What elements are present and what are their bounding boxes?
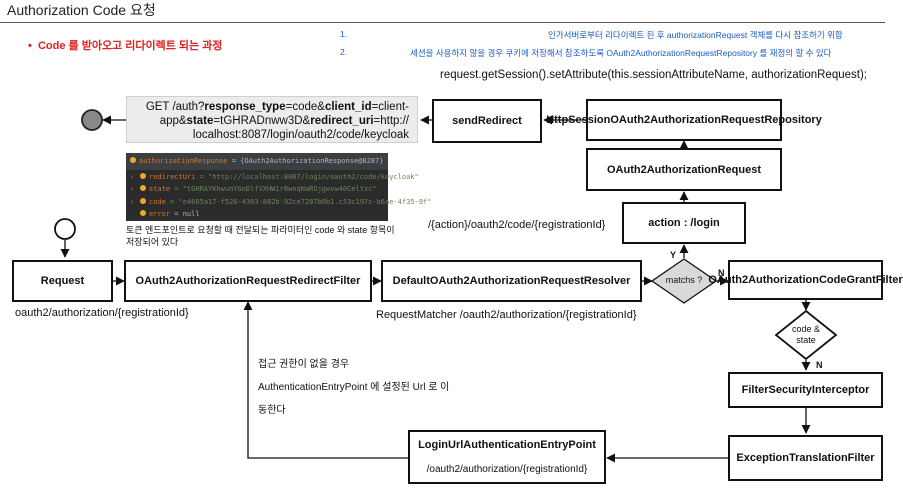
bullet-heading: • Code 를 받아오고 리다이렉트 되는 과정 — [28, 37, 222, 53]
debugger-row: ›code = "e4665a17-f526-4303-882b-92ce728… — [130, 196, 431, 209]
end-node — [81, 109, 103, 131]
matchs-label: matchs ? — [665, 275, 703, 285]
url-line-1: GET /auth?response_type=code&client_id=c… — [145, 101, 409, 113]
redirect-filter-box: OAuth2AuthorizationRequestRedirectFilter — [124, 260, 372, 302]
start-node — [54, 218, 76, 240]
debugger-row: error = null — [130, 208, 384, 221]
session-repository-box: HttpSessionOAuth2AuthorizationRequestRep… — [546, 99, 822, 141]
note-2-text: 세션을 사용하지 않을 경우 쿠키에 저장해서 참조하도록 OAuth2Auth… — [410, 48, 832, 58]
action-path-label: /{action}/oauth2/code/{registrationId} — [428, 219, 606, 231]
note-2-number: 2. — [340, 47, 348, 57]
no-label: N — [718, 268, 725, 278]
debugger-caption: 토큰 엔드포인트로 요청할 때 전달되는 파라미터인 code 와 state … — [126, 225, 395, 247]
note-1-text: 인가서버로부터 리다이렉트 된 후 authorizationRequest 객… — [548, 30, 843, 40]
debugger-panel: authorizationResponse = {OAuth2Authoriza… — [126, 153, 431, 221]
request-matcher-label: RequestMatcher /oauth2/authorization/{re… — [376, 309, 637, 321]
expand-icon: › — [130, 172, 135, 181]
code-grant-filter-box: OAuth2AuthorizationCodeGrantFilter — [708, 260, 903, 300]
code-state-label: code & state — [791, 324, 821, 345]
entry-point-box: LoginUrlAuthenticationEntryPoint /oauth2… — [408, 430, 606, 484]
debugger-row: ›state = "tGHRAYKhwunYGnDlfVXHW1r8wnqNaR… — [130, 183, 384, 196]
expand-icon: › — [130, 197, 135, 206]
yes-label: Y — [670, 250, 677, 260]
request-path-label: oauth2/authorization/{registrationId} — [15, 307, 189, 319]
no-label-2: N — [816, 360, 823, 370]
session-code-line: request.getSession().setAttribute(this.s… — [440, 69, 867, 81]
bullet-dot: • — [28, 40, 38, 52]
page-title: Authorization Code 요청 — [7, 2, 156, 18]
expand-icon: › — [130, 185, 135, 193]
send-redirect-box: sendRedirect — [432, 99, 542, 143]
field-icon — [140, 197, 146, 204]
matchs-diamond — [650, 258, 718, 304]
debugger-header: authorizationResponse = {OAuth2Authoriza… — [126, 153, 388, 170]
entry-point-title: LoginUrlAuthenticationEntryPoint — [418, 438, 596, 451]
access-denied-line-1: 접근 권한이 없을 경우 — [258, 359, 350, 370]
note-1-number: 1. — [340, 29, 348, 39]
title-divider — [0, 22, 885, 23]
filter-security-box: FilterSecurityInterceptor — [728, 372, 883, 408]
access-denied-line-3: 동한다 — [258, 405, 286, 416]
entry-point-url: /oauth2/authorization/{registrationId} — [426, 463, 588, 475]
auth-request-url: GET /auth?response_type=code&client_id=c… — [126, 96, 418, 143]
field-icon — [140, 172, 146, 179]
bullet-text: Code 를 받아오고 리다이렉트 되는 과정 — [37, 40, 223, 52]
resolver-box: DefaultOAuth2AuthorizationRequestResolve… — [381, 260, 642, 302]
field-icon — [130, 157, 136, 163]
debugger-row: ›redirectUri = "http://localhost:8087/lo… — [130, 171, 419, 184]
field-icon — [140, 210, 146, 216]
url-line-2: app&state=tGHRADnww3D&redirect_uri=http:… — [159, 115, 409, 127]
action-login-box: action : /login — [622, 202, 746, 244]
exception-translation-box: ExceptionTranslationFilter — [728, 435, 883, 481]
code-state-diamond — [774, 309, 838, 361]
field-icon — [140, 185, 146, 191]
request-box: Request — [12, 260, 113, 302]
access-denied-line-2: AuthenticationEntryPoint 에 설정된 Url 로 이 — [258, 382, 450, 393]
oauth2-request-box: OAuth2AuthorizationRequest — [586, 148, 782, 191]
url-line-3: localhost:8087/login/oauth2/code/keycloa… — [192, 129, 409, 141]
